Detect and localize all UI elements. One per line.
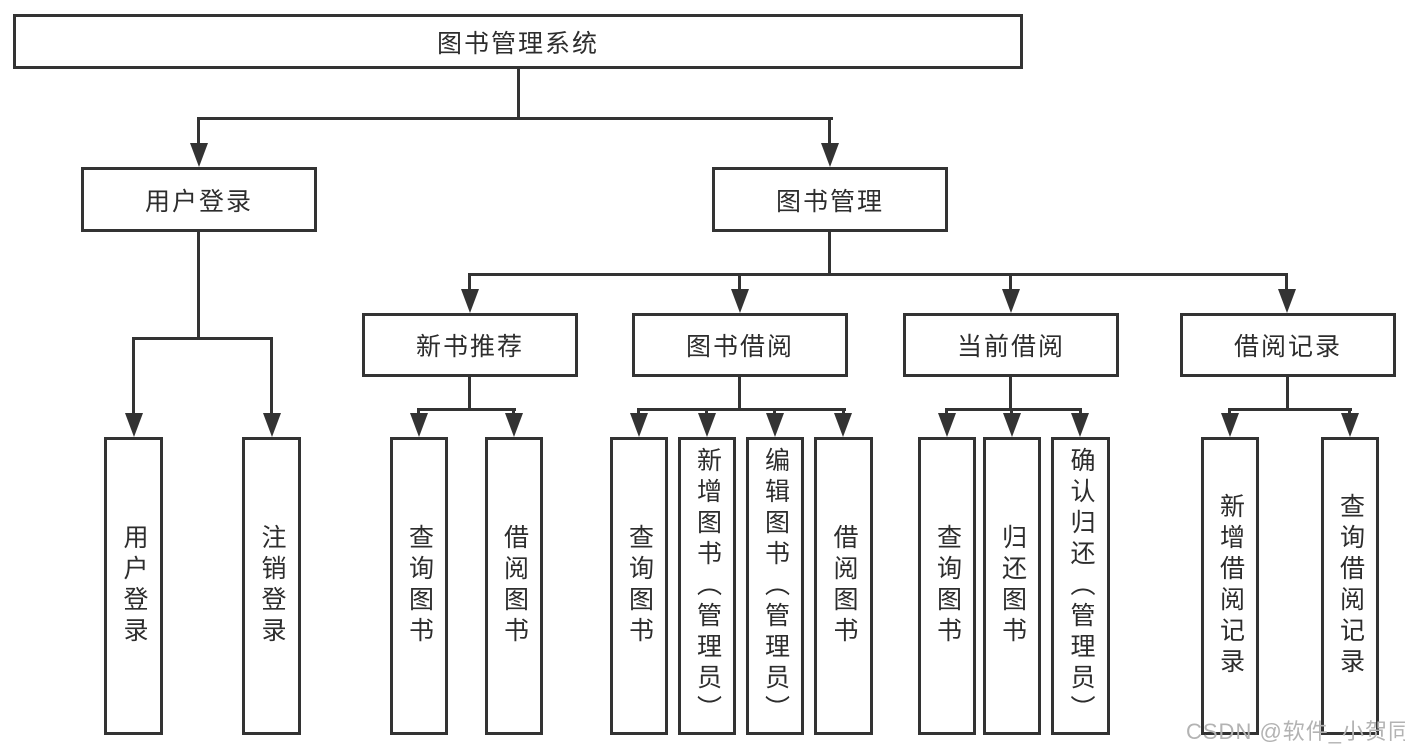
- arrowhead-down-icon: [1071, 413, 1089, 437]
- connector-drop: [842, 408, 845, 416]
- node-user-login: 用户登录: [81, 167, 317, 232]
- leaf-borrow-books-recommend: 借阅图书: [485, 437, 543, 735]
- arrowhead-down-icon: [938, 413, 956, 437]
- leaf-query-books-current: 查询图书: [918, 437, 976, 735]
- connector-userlogin-branch: [132, 337, 273, 340]
- leaf-add-book-admin: 新增图书（管理员）: [678, 437, 736, 735]
- connector-drop: [1348, 408, 1351, 416]
- node-borrowing-records: 借阅记录: [1180, 313, 1396, 377]
- leaf-query-books-recommend: 查询图书: [390, 437, 448, 735]
- connector-drop: [1228, 408, 1231, 416]
- connector-root-stem: [517, 69, 520, 120]
- node-book-management: 图书管理: [712, 167, 948, 232]
- connector-userlogin-stem: [197, 232, 200, 339]
- arrowhead-down-icon: [1003, 413, 1021, 437]
- connector-level3-branch: [468, 273, 1288, 276]
- arrowhead-down-icon: [698, 413, 716, 437]
- node-book-borrowing: 图书借阅: [632, 313, 848, 377]
- arrowhead-down-icon: [1341, 413, 1359, 437]
- connector-stem: [1009, 377, 1012, 410]
- connector-drop: [637, 408, 640, 416]
- connector-drop: [468, 273, 471, 291]
- arrowhead-down-icon: [1002, 289, 1020, 313]
- connector-drop: [738, 273, 741, 291]
- connector-stem: [1286, 377, 1289, 410]
- leaf-user-login: 用户登录: [104, 437, 163, 735]
- arrowhead-down-icon: [630, 413, 648, 437]
- arrowhead-down-icon: [1278, 289, 1296, 313]
- connector-branch: [637, 408, 846, 411]
- leaf-confirm-return-admin: 确认归还（管理员）: [1051, 437, 1110, 735]
- csdn-watermark: CSDN @软件_小贺同学: [1186, 719, 1405, 744]
- connector-stem: [738, 377, 741, 410]
- arrowhead-down-icon: [1221, 413, 1239, 437]
- connector-drop: [773, 408, 776, 416]
- arrowhead-down-icon: [263, 413, 281, 437]
- leaf-return-book: 归还图书: [983, 437, 1041, 735]
- leaf-add-borrow-record: 新增借阅记录: [1201, 437, 1259, 735]
- arrowhead-down-icon: [410, 413, 428, 437]
- arrowhead-down-icon: [834, 413, 852, 437]
- connector-drop: [1285, 273, 1288, 291]
- arrowhead-down-icon: [190, 143, 208, 167]
- node-library-system-root: 图书管理系统: [13, 14, 1023, 69]
- arrowhead-down-icon: [125, 413, 143, 437]
- connector-drop: [132, 337, 135, 416]
- arrowhead-down-icon: [731, 289, 749, 313]
- connector-branch: [945, 408, 1082, 411]
- node-new-book-recommend: 新书推荐: [362, 313, 578, 377]
- connector-drop: [705, 408, 708, 416]
- connector-drop: [417, 408, 420, 416]
- connector-drop: [1009, 273, 1012, 291]
- arrowhead-down-icon: [766, 413, 784, 437]
- connector-drop: [1079, 408, 1082, 416]
- leaf-query-books-borrowing: 查询图书: [610, 437, 668, 735]
- leaf-logout: 注销登录: [242, 437, 301, 735]
- connector-bookmgmt-stem: [828, 232, 831, 275]
- connector-bookmgmt-drop: [828, 117, 831, 148]
- leaf-borrow-books-borrowing: 借阅图书: [814, 437, 873, 735]
- arrowhead-down-icon: [505, 413, 523, 437]
- leaf-edit-book-admin: 编辑图书（管理员）: [746, 437, 804, 735]
- connector-branch: [1228, 408, 1352, 411]
- arrowhead-down-icon: [461, 289, 479, 313]
- connector-drop: [1010, 408, 1013, 416]
- connector-branch: [417, 408, 516, 411]
- connector-userlogin-drop: [197, 117, 200, 148]
- connector-drop: [270, 337, 273, 416]
- connector-level2-branch: [197, 117, 833, 120]
- leaf-query-borrow-record: 查询借阅记录: [1321, 437, 1379, 735]
- connector-drop: [945, 408, 948, 416]
- arrowhead-down-icon: [821, 143, 839, 167]
- node-current-borrowing: 当前借阅: [903, 313, 1119, 377]
- connector-stem: [468, 377, 471, 410]
- connector-drop: [512, 408, 515, 416]
